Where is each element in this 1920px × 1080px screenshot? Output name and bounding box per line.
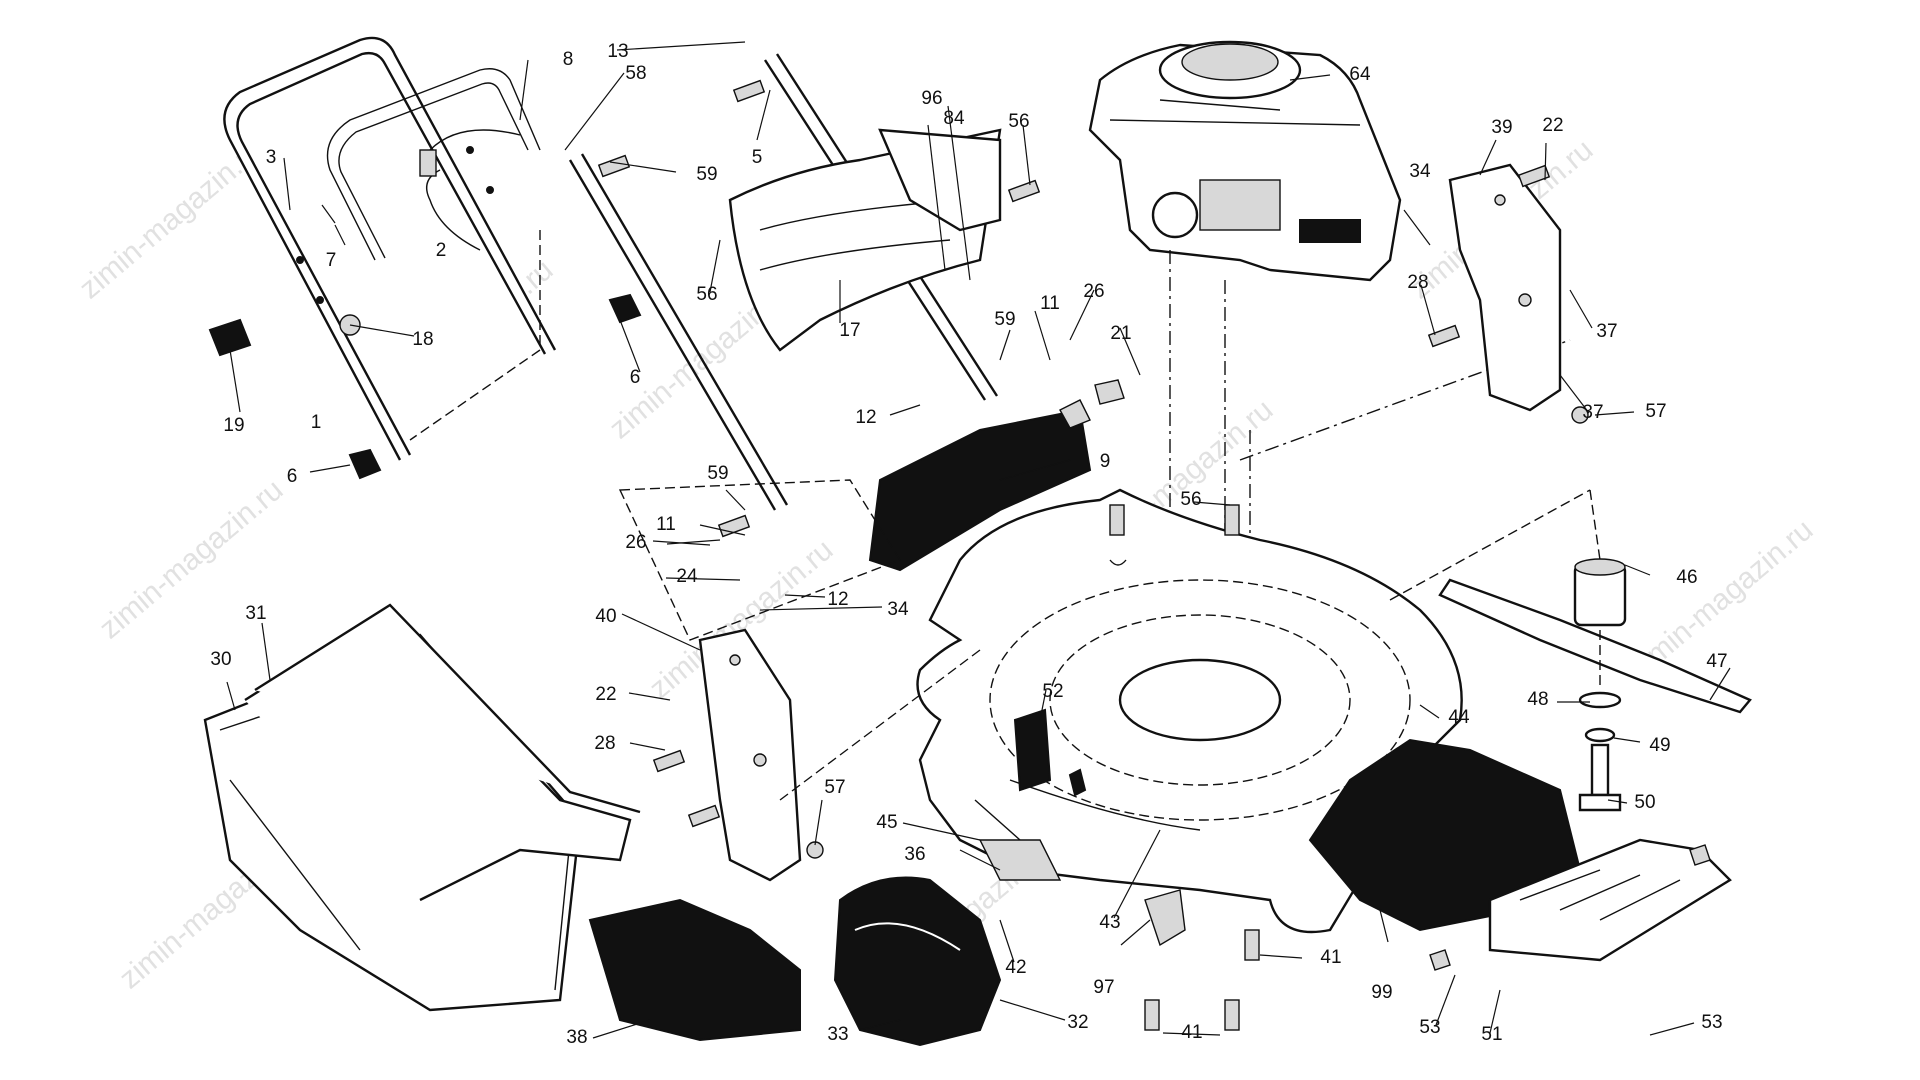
part-callout-53: 53 (1701, 1012, 1722, 1033)
part-callout-21: 21 (1110, 323, 1131, 344)
throttle-cable (419, 129, 521, 251)
part-callout-44: 44 (1448, 707, 1470, 728)
part-callout-13: 13 (607, 41, 628, 62)
mulch-plug (588, 898, 801, 1042)
part-callout-37: 37 (1596, 321, 1617, 342)
part-callout-47: 47 (1706, 651, 1727, 672)
part-callout-56: 56 (696, 284, 717, 305)
part-callout-96: 96 (921, 88, 942, 109)
part-callout-97: 97 (1093, 977, 1114, 998)
part-callout-57: 57 (824, 777, 845, 798)
grass-catcher-frame (244, 603, 641, 902)
alignment-lines (409, 230, 1601, 801)
part-callout-59: 59 (707, 463, 728, 484)
part-callout-12: 12 (827, 589, 848, 610)
part-callout-64: 64 (1349, 64, 1371, 85)
handle-bracket (878, 128, 1002, 232)
part-callout-43: 43 (1099, 912, 1120, 933)
part-callout-46: 46 (1676, 567, 1697, 588)
part-callout-30: 30 (210, 649, 231, 670)
part-callout-48: 48 (1527, 689, 1548, 710)
part-callout-9: 9 (1100, 451, 1111, 472)
part-callout-34: 34 (887, 599, 909, 620)
part-callout-6: 6 (287, 466, 298, 487)
part-callout-36: 36 (904, 844, 925, 865)
part-callout-99: 99 (1371, 982, 1392, 1003)
part-callout-33: 33 (827, 1024, 848, 1045)
discharge-chute (833, 876, 1002, 1047)
fasteners (597, 79, 1711, 1031)
part-callout-53: 53 (1419, 1017, 1440, 1038)
part-callout-56: 56 (1008, 111, 1029, 132)
part-callout-59: 59 (994, 309, 1015, 330)
part-callout-11: 11 (656, 514, 676, 535)
part-callout-7: 7 (326, 250, 337, 271)
part-callout-24: 24 (676, 566, 698, 587)
upper-handle (223, 36, 557, 461)
handle-knobs (208, 293, 642, 480)
leader-lines (226, 41, 1731, 1039)
part-callout-49: 49 (1649, 735, 1670, 756)
part-callout-1: 1 (311, 412, 322, 433)
part-callout-52: 52 (1042, 681, 1063, 702)
part-callout-12: 12 (855, 407, 876, 428)
part-callout-38: 38 (566, 1027, 587, 1048)
deck-baffle (1488, 838, 1732, 962)
part-callout-2: 2 (436, 240, 447, 261)
blade-bolt (1578, 743, 1622, 812)
part-callout-26: 26 (1083, 281, 1104, 302)
part-callout-56: 56 (1180, 489, 1201, 510)
blade-washer (1578, 691, 1622, 743)
part-callout-50: 50 (1634, 792, 1655, 813)
height-adjuster-right (1448, 163, 1562, 412)
part-callout-32: 32 (1067, 1012, 1088, 1033)
blade-adapter (1573, 558, 1627, 627)
part-callout-31: 31 (245, 603, 266, 624)
part-callout-22: 22 (1542, 115, 1563, 136)
part-callout-26: 26 (625, 532, 646, 553)
part-callout-58: 58 (625, 63, 646, 84)
part-callout-39: 39 (1491, 117, 1512, 138)
part-callout-22: 22 (595, 684, 616, 705)
part-callout-59: 59 (696, 164, 717, 185)
height-adjuster-left (698, 628, 802, 882)
part-callout-51: 51 (1481, 1024, 1502, 1045)
part-callout-17: 17 (839, 320, 860, 341)
part-callout-11: 11 (1040, 293, 1060, 314)
control-bar (326, 68, 541, 261)
part-callout-42: 42 (1005, 957, 1026, 978)
rear-skirt (868, 408, 1092, 572)
part-callout-6: 6 (630, 367, 641, 388)
part-callout-28: 28 (594, 733, 615, 754)
part-callout-41: 41 (1320, 947, 1341, 968)
part-callout-3: 3 (266, 147, 277, 168)
part-callout-34: 34 (1409, 161, 1431, 182)
part-callout-57: 57 (1645, 401, 1666, 422)
lower-handle-left (568, 153, 789, 511)
part-callout-40: 40 (595, 606, 616, 627)
part-callout-84: 84 (943, 108, 965, 129)
engine (1088, 40, 1402, 282)
part-callout-41: 41 (1181, 1022, 1202, 1043)
part-callout-45: 45 (876, 812, 897, 833)
part-callout-8: 8 (563, 49, 574, 70)
part-callout-37: 37 (1582, 402, 1603, 423)
part-callout-28: 28 (1407, 272, 1428, 293)
part-callout-5: 5 (752, 147, 763, 168)
blade (1438, 578, 1752, 714)
part-callout-19: 19 (223, 415, 244, 436)
part-callout-18: 18 (412, 329, 433, 350)
